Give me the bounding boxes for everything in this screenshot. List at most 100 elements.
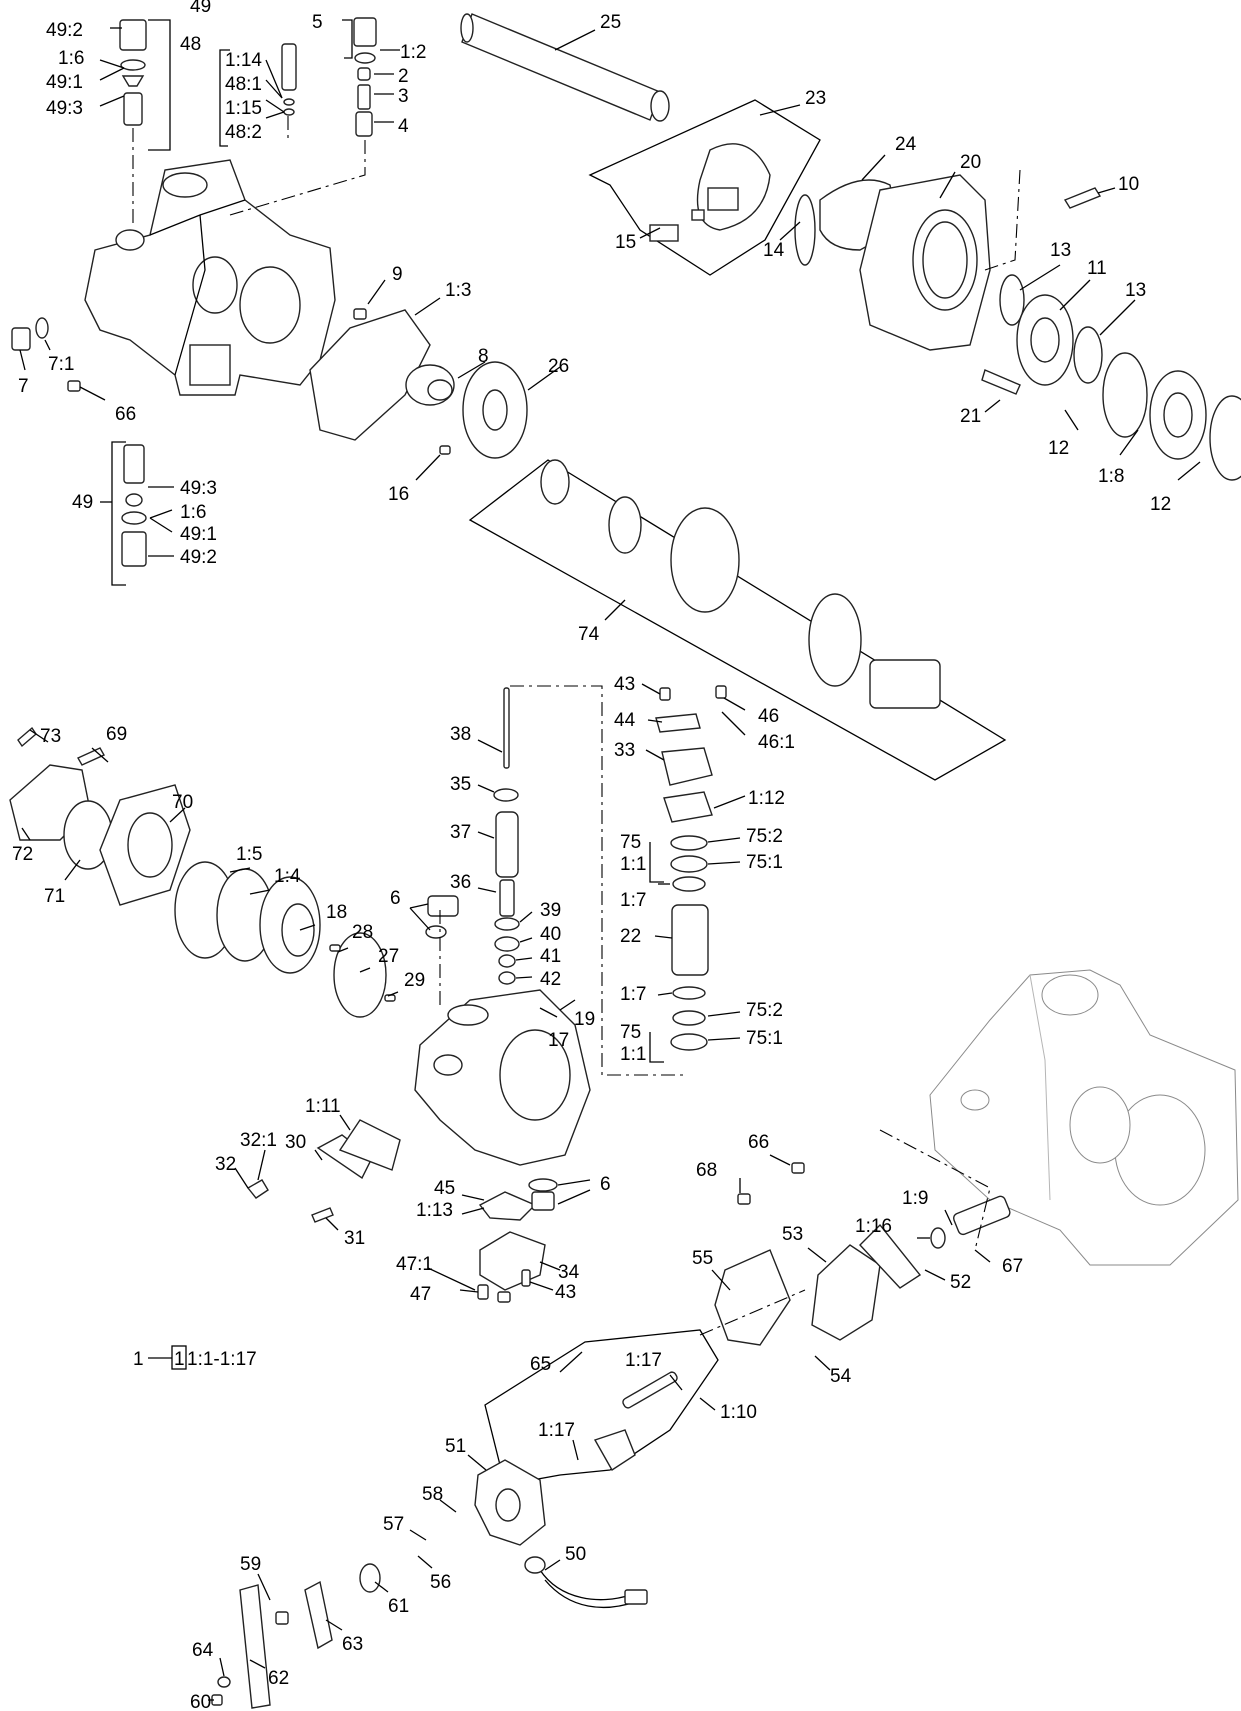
callout-1-16: 1:16 <box>855 1216 892 1237</box>
callout-67: 67 <box>1002 1256 1023 1277</box>
callout-50: 50 <box>565 1544 586 1565</box>
callout-1-13: 1:13 <box>416 1200 453 1221</box>
plate-26 <box>462 361 528 459</box>
end-housing-20 <box>859 174 991 351</box>
cover-34 <box>477 1191 546 1303</box>
valve-5 <box>353 17 377 137</box>
callout-37: 37 <box>450 822 471 843</box>
callout-75-1b: 75:1 <box>746 1028 783 1049</box>
bolt-21 <box>981 369 1021 395</box>
callout-1-11: 1:11 <box>305 1096 341 1117</box>
callout-65: 65 <box>530 1354 551 1375</box>
valve-48 <box>281 43 297 116</box>
callout-56: 56 <box>430 1572 451 1593</box>
callout-75b: 75 <box>620 1022 641 1043</box>
callout-8: 8 <box>478 346 489 367</box>
callout-47: 47 <box>410 1284 431 1305</box>
lower-linkage <box>211 1563 381 1709</box>
callout-70: 70 <box>172 792 193 813</box>
callout-1-7a: 1:7 <box>620 890 646 911</box>
callout-46-1: 46:1 <box>758 732 795 753</box>
reference-housing <box>929 969 1239 1266</box>
callout-75a: 75 <box>620 832 641 853</box>
callout-5: 5 <box>312 12 323 33</box>
callout-24: 24 <box>895 134 917 155</box>
callout-62: 62 <box>268 1668 289 1689</box>
pin-16 <box>439 445 451 455</box>
shaft-25 <box>460 13 670 122</box>
callout-71: 71 <box>44 886 65 907</box>
callout-10: 10 <box>1118 174 1139 195</box>
tube-67 <box>737 1162 1011 1249</box>
callout-63: 63 <box>342 1634 363 1655</box>
callout-1-1b: 1:1 <box>620 1044 646 1065</box>
callout-6a: 6 <box>390 888 401 909</box>
callout-49-1b: 49:1 <box>180 524 217 545</box>
side-cover-30 <box>246 1119 401 1223</box>
callout-1-10: 1:10 <box>720 1402 757 1423</box>
callout-15: 15 <box>615 232 636 253</box>
callout-19: 19 <box>574 1009 595 1030</box>
callout-60: 60 <box>190 1692 211 1711</box>
callout-11: 11 <box>1087 258 1107 279</box>
callout-68: 68 <box>696 1160 717 1181</box>
sensor-housing-51 <box>474 1459 648 1609</box>
callout-43a: 43 <box>614 674 635 695</box>
callout-25: 25 <box>600 12 621 33</box>
callout-51: 51 <box>445 1436 466 1457</box>
callout-1-9: 1:9 <box>902 1188 928 1209</box>
callout-23: 23 <box>805 88 826 109</box>
callout-1-17b: 1:17 <box>538 1420 575 1441</box>
cover-group-70 <box>9 726 396 1018</box>
part-drawings <box>9 13 1241 1709</box>
callout-61: 61 <box>388 1596 409 1617</box>
cover-53 <box>714 1223 922 1346</box>
callout-26: 26 <box>548 356 569 377</box>
bearing-rings <box>999 274 1241 481</box>
callout-27: 27 <box>378 946 399 967</box>
callout-33: 33 <box>614 740 635 761</box>
callout-48-1: 48:1 <box>225 74 262 95</box>
callout-72: 72 <box>12 844 33 865</box>
callout-13a: 13 <box>1050 240 1071 261</box>
callout-54: 54 <box>830 1366 852 1387</box>
callout-75-2a: 75:2 <box>746 826 783 847</box>
bearing-8 <box>405 364 455 406</box>
callout-6b: 6 <box>600 1174 611 1195</box>
callout-30: 30 <box>285 1132 306 1153</box>
swashplate-23 <box>588 99 821 276</box>
callout-31: 31 <box>344 1228 365 1249</box>
callout-41: 41 <box>540 946 561 967</box>
upper-housing <box>84 159 336 396</box>
callout-1-6a: 1:6 <box>58 48 84 69</box>
callout-18: 18 <box>326 902 347 923</box>
callout-58: 58 <box>422 1484 443 1505</box>
callout-3: 3 <box>398 86 409 107</box>
valve-49-bottom <box>121 444 147 567</box>
callout-43b: 43 <box>555 1282 576 1303</box>
callout-1-7b: 1:7 <box>620 984 646 1005</box>
callout-1-1a: 1:1 <box>620 854 646 875</box>
callout-16: 16 <box>388 484 409 505</box>
callout-44: 44 <box>614 710 636 731</box>
callout-labels: 49 49:2 1:6 49:1 49:3 48 1:14 48:1 1:15 … <box>12 0 1171 1711</box>
callout-53: 53 <box>782 1224 803 1245</box>
leader-lines <box>19 19 1201 1701</box>
callout-59: 59 <box>240 1554 261 1575</box>
callout-1-3: 1:3 <box>445 280 471 301</box>
callout-48-2: 48:2 <box>225 122 262 143</box>
linkage-65 <box>484 1329 719 1486</box>
callout-32: 32 <box>215 1154 236 1175</box>
callout-57: 57 <box>383 1514 404 1535</box>
callout-1-5: 1:5 <box>236 844 262 865</box>
callout-49-2a: 49:2 <box>46 20 83 41</box>
plug-6b <box>531 1191 555 1211</box>
callout-34: 34 <box>558 1262 580 1283</box>
callout-28: 28 <box>352 922 373 943</box>
callout-1-2: 1:2 <box>400 42 426 63</box>
callout-13b: 13 <box>1125 280 1146 301</box>
callout-42: 42 <box>540 969 561 990</box>
callout-29: 29 <box>404 970 425 991</box>
callout-45: 45 <box>434 1178 455 1199</box>
center-housing-17 <box>414 989 591 1166</box>
